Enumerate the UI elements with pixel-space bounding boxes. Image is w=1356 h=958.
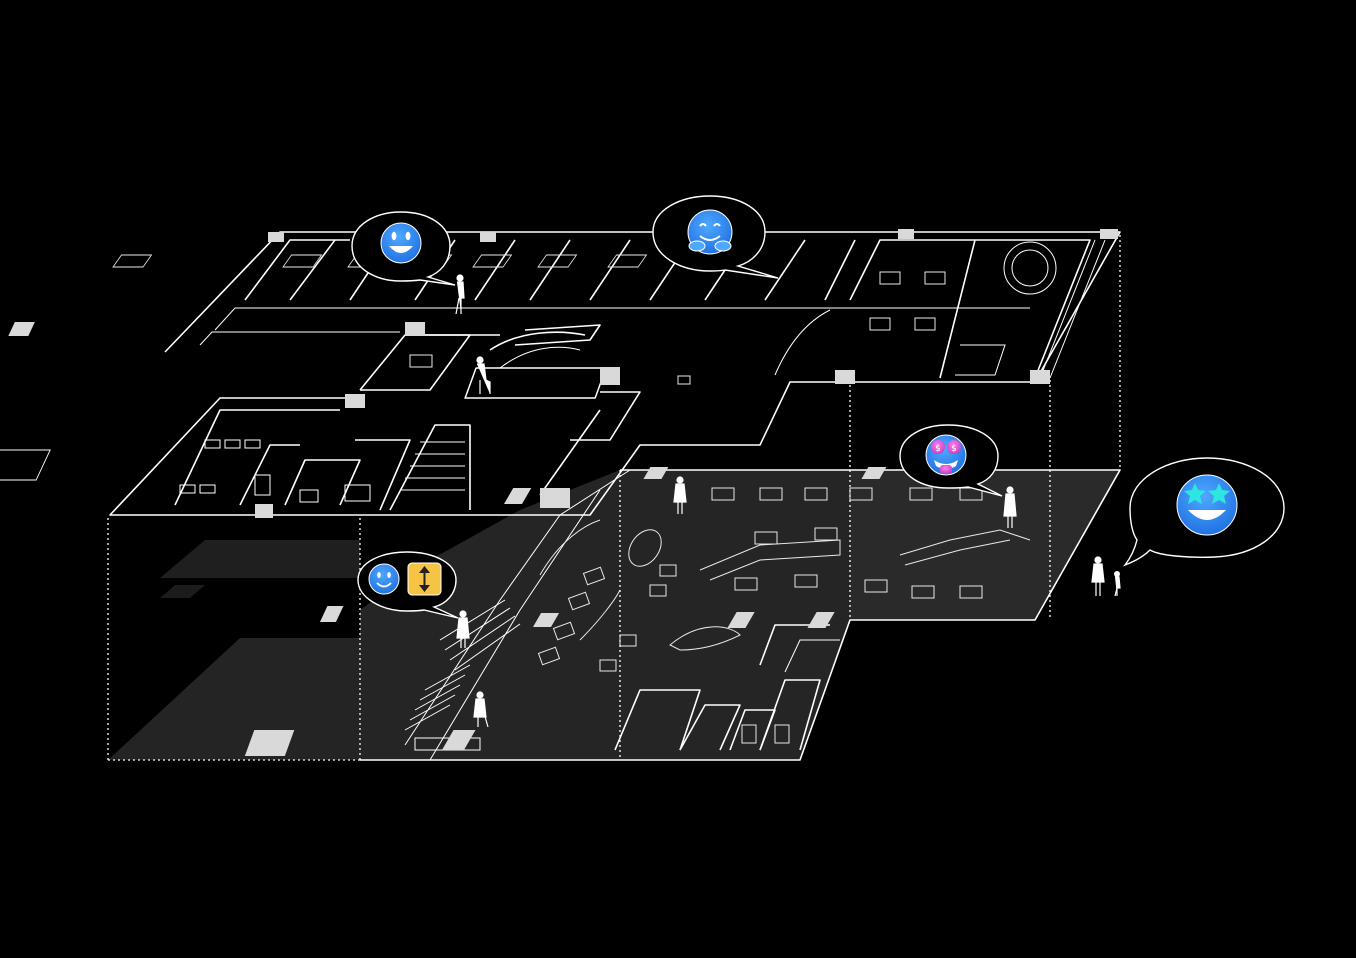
people-figures xyxy=(455,274,1121,728)
ground-dining-tables xyxy=(669,487,1031,651)
person-entrance-child xyxy=(1113,570,1121,597)
column-u1 xyxy=(8,322,35,336)
column-g6 xyxy=(533,613,560,627)
speech-bubble-stair xyxy=(357,551,459,619)
slightly-smiling-face-icon xyxy=(368,563,400,595)
column-u13 xyxy=(244,730,295,756)
person-upper-left xyxy=(455,274,465,315)
column-u7 xyxy=(1030,370,1050,384)
speech-bubble-upper-center xyxy=(652,195,779,279)
hugging-face-icon xyxy=(687,209,733,255)
floor-shadow-2 xyxy=(108,638,360,760)
grinning-face-icon xyxy=(380,222,422,264)
ground-seating-left xyxy=(537,519,677,672)
column-g7 xyxy=(441,730,476,750)
column-u10 xyxy=(268,232,284,242)
column-g1 xyxy=(319,606,344,622)
column-u9 xyxy=(1100,229,1118,239)
column-g3 xyxy=(861,467,887,479)
upper-office xyxy=(849,239,1106,379)
floor-shadow-1 xyxy=(160,540,360,578)
column-g8 xyxy=(504,488,532,504)
person-seated xyxy=(476,356,491,394)
speech-bubble-lower-right: $ $ xyxy=(899,424,1003,497)
column-u6 xyxy=(835,370,855,384)
column-u4 xyxy=(255,504,273,518)
upper-core xyxy=(359,309,831,496)
svg-text:$: $ xyxy=(935,444,941,454)
person-stair-lower xyxy=(473,691,489,728)
person-ground-center xyxy=(673,476,687,514)
column-u3 xyxy=(345,394,365,408)
person-stair xyxy=(456,610,470,648)
speech-bubble-entrance xyxy=(1122,457,1285,567)
up-down-arrow-icon xyxy=(407,562,442,596)
column-u11 xyxy=(480,232,496,242)
ground-floor xyxy=(107,235,1121,761)
column-g4 xyxy=(643,467,669,479)
star-struck-face-icon xyxy=(1176,474,1238,536)
floor-shadow-3 xyxy=(160,585,205,598)
money-mouth-face-icon: $ $ xyxy=(925,434,967,476)
column-u8 xyxy=(898,229,914,239)
column-g2 xyxy=(727,612,755,628)
person-entrance-adult xyxy=(1091,556,1105,596)
column-g5 xyxy=(807,612,835,628)
person-ground-right xyxy=(1003,486,1017,528)
column-u5 xyxy=(600,367,620,385)
upper-left-rooms xyxy=(0,409,471,511)
column-u2 xyxy=(405,322,425,336)
svg-text:$: $ xyxy=(951,444,957,454)
speech-bubble-upper-left xyxy=(351,211,456,286)
column-u12 xyxy=(540,488,570,508)
